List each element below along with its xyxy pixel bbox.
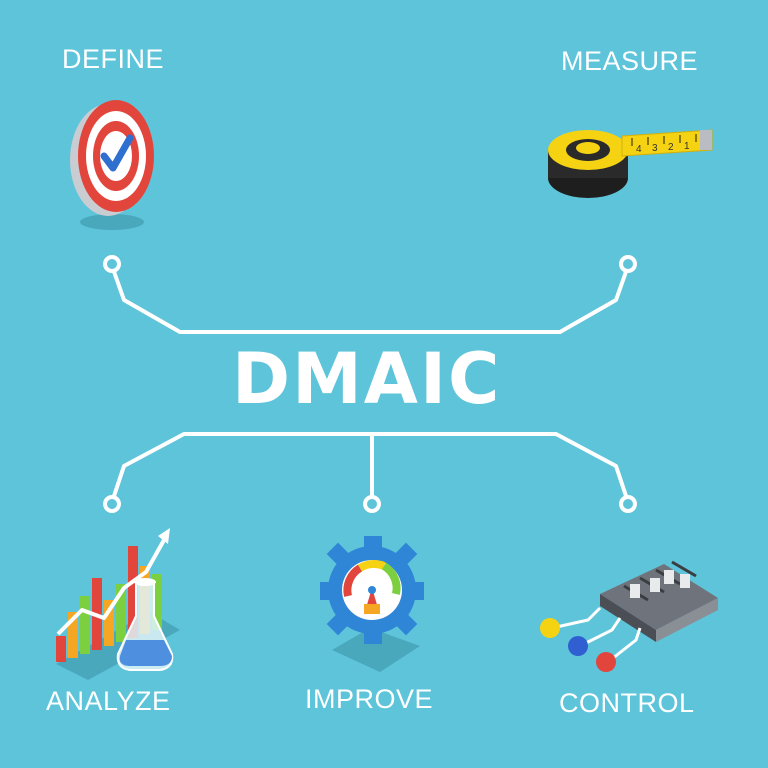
node-measure bbox=[619, 255, 637, 273]
tape-mark-3: 3 bbox=[652, 143, 658, 154]
gear-gauge-icon bbox=[320, 536, 424, 672]
connector-nodes bbox=[103, 255, 637, 513]
node-control bbox=[619, 495, 637, 513]
tape-mark-4: 4 bbox=[636, 144, 642, 155]
node-improve bbox=[363, 495, 381, 513]
node-analyze bbox=[103, 495, 121, 513]
tape-measure-icon: 4 3 2 1 bbox=[548, 129, 713, 198]
step-label-improve: IMPROVE bbox=[305, 684, 434, 714]
connector-measure bbox=[372, 265, 630, 334]
bar-chart-flask-icon bbox=[56, 528, 180, 680]
connector-control bbox=[372, 432, 630, 503]
target-check-icon bbox=[70, 100, 154, 230]
tape-mark-1: 1 bbox=[684, 141, 690, 152]
step-label-analyze: ANALYZE bbox=[46, 686, 171, 716]
connector-analyze bbox=[110, 432, 372, 503]
step-label-control: CONTROL bbox=[559, 688, 695, 718]
dmaic-title: DMAIC bbox=[232, 338, 502, 420]
step-label-define: DEFINE bbox=[62, 44, 165, 74]
mixer-control-panel-icon bbox=[540, 560, 718, 672]
connector-define bbox=[110, 265, 372, 334]
connector-lines bbox=[110, 265, 630, 503]
tape-mark-2: 2 bbox=[668, 142, 674, 153]
node-define bbox=[103, 255, 121, 273]
step-label-measure: MEASURE bbox=[561, 46, 699, 76]
